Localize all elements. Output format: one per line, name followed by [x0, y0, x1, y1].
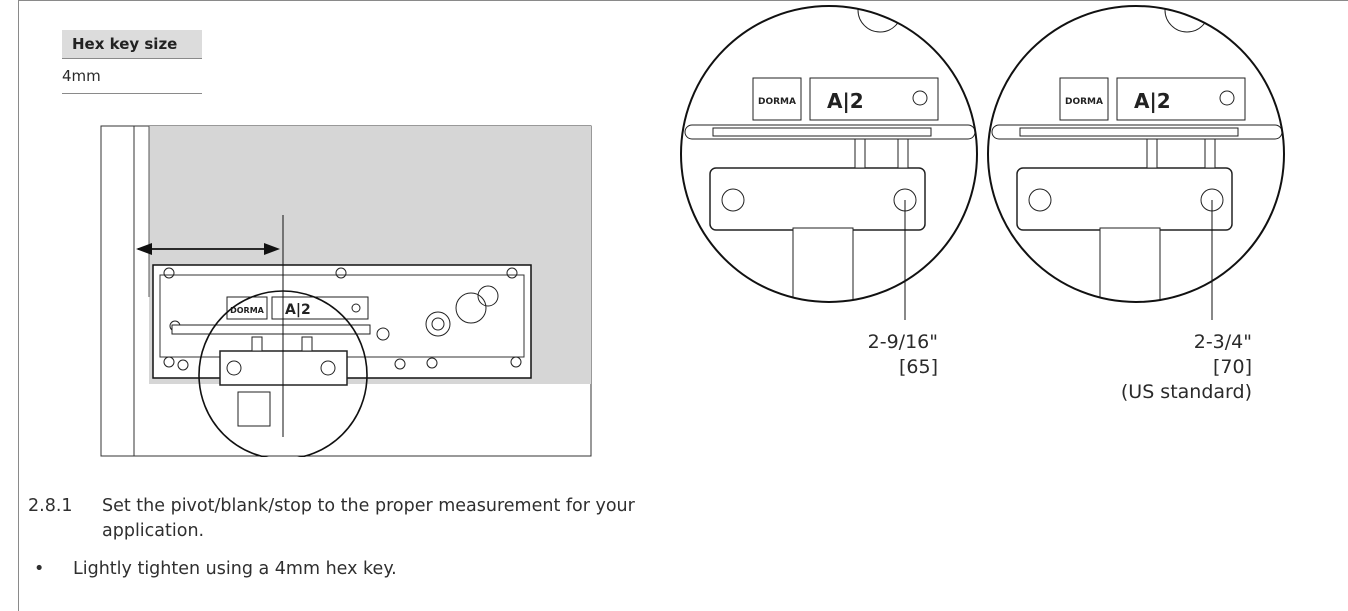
- drawing-model-label: A|2: [285, 302, 311, 318]
- detail-2-brand-logo: DORMA: [1065, 97, 1103, 107]
- dimension-label-65: 2-9/16" [65]: [800, 330, 938, 380]
- bullet-text: Lightly tighten using a 4mm hex key.: [73, 559, 397, 579]
- detail-2-model-label: A|2: [1134, 89, 1171, 113]
- step-number: 2.8.1: [28, 496, 73, 516]
- bullet-symbol: •: [34, 559, 45, 579]
- hex-key-table: Hex key size 4mm: [62, 30, 202, 94]
- dimension-70-metric: [70]: [1212, 356, 1252, 378]
- detail-1-brand-logo: DORMA: [758, 97, 796, 107]
- detail-drawing-65: DORMA A|2: [680, 5, 978, 320]
- detail-1-model-label: A|2: [827, 89, 864, 113]
- detail-drawing-70: DORMA A|2: [987, 5, 1285, 320]
- dimension-70-note: (US standard): [1120, 381, 1252, 403]
- hex-key-table-header: Hex key size: [62, 30, 202, 59]
- step-text: Set the pivot/blank/stop to the proper m…: [102, 496, 635, 541]
- dimension-label-70: 2-3/4" [70] (US standard): [1080, 330, 1252, 405]
- dimension-65-imperial: 2-9/16": [867, 331, 938, 353]
- dimension-70-imperial: 2-3/4": [1193, 331, 1252, 353]
- installation-drawing: DORMA A|2: [100, 125, 592, 457]
- drawing-brand-logo: DORMA: [230, 306, 265, 315]
- dimension-65-metric: [65]: [898, 356, 938, 378]
- page-frame: [18, 0, 1348, 611]
- hex-key-table-value: 4mm: [62, 59, 202, 94]
